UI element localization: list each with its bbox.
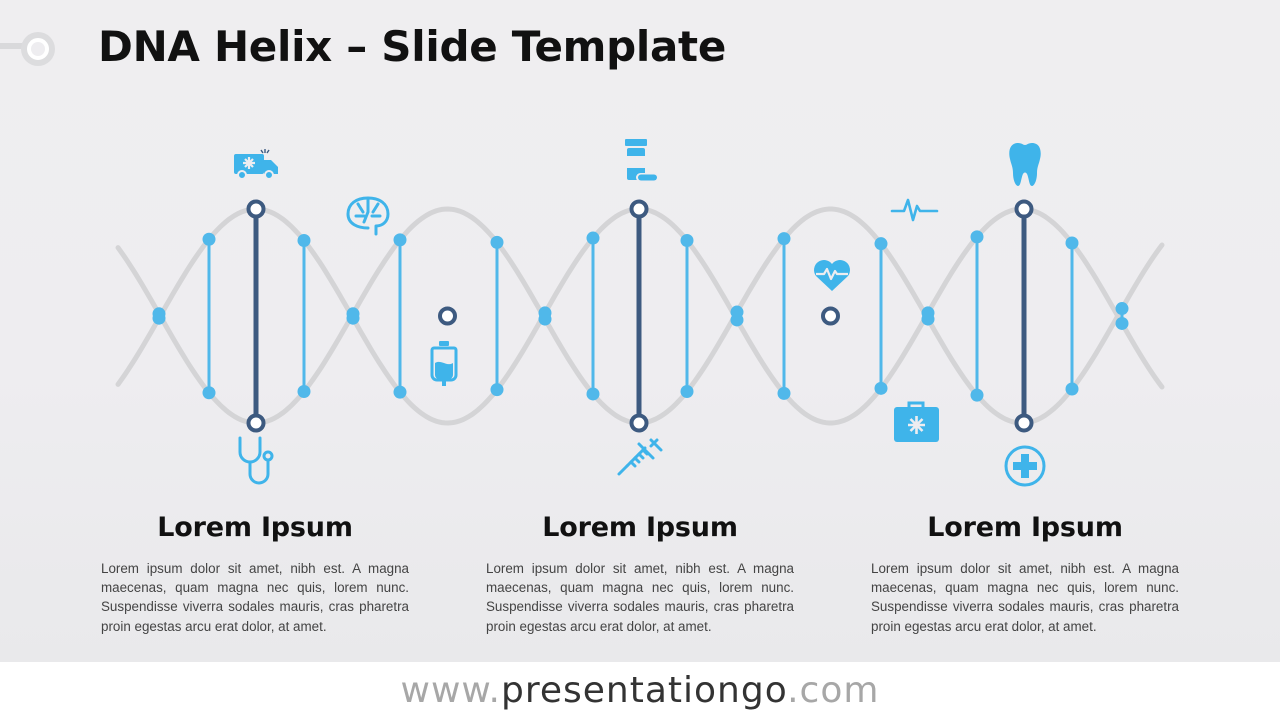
dna-helix-diagram	[115, 139, 1165, 487]
syringe-icon	[617, 438, 663, 476]
helix-node	[777, 386, 791, 400]
footer-url-prefix: www.	[400, 670, 501, 711]
iv-bag-icon	[430, 341, 458, 386]
medical-plus-icon	[1004, 445, 1046, 487]
helix-node	[297, 385, 311, 399]
helix-node	[490, 235, 504, 249]
helix-node	[874, 237, 888, 251]
helix-node	[297, 233, 311, 247]
helix-node	[586, 231, 600, 245]
helix-node	[538, 312, 552, 326]
helix-node	[680, 233, 694, 247]
helix-node	[874, 381, 888, 395]
section-heading: Lorem Ipsum	[157, 512, 353, 543]
slide: DNA Helix – Slide Template	[0, 0, 1280, 662]
stethoscope-icon	[238, 436, 274, 485]
helix-crossing-node	[438, 306, 457, 326]
brain-icon	[346, 196, 390, 236]
footer-url[interactable]: www.presentationgo.com	[401, 670, 880, 711]
helix-main-node	[629, 199, 649, 219]
helix-node	[346, 307, 360, 321]
helix-node	[730, 305, 744, 319]
section-heading: Lorem Ipsum	[927, 512, 1123, 543]
medical-icons	[234, 139, 1046, 487]
helix-node	[921, 312, 935, 326]
ambulance-icon	[234, 149, 278, 180]
helix-node	[1065, 236, 1079, 250]
helix-node	[393, 233, 407, 247]
helix-crossing-node	[821, 306, 840, 326]
helix-node	[970, 230, 984, 244]
helix-node	[970, 388, 984, 402]
section-text: Lorem ipsum dolor sit amet, nibh est. A …	[871, 561, 1179, 634]
footer-url-suffix: .com	[787, 670, 880, 711]
helix-node	[1115, 316, 1129, 330]
slide-title: DNA Helix – Slide Template	[98, 22, 727, 71]
helix-node	[490, 383, 504, 397]
footer-url-domain: presentationgo	[501, 670, 788, 711]
logo-icon	[0, 32, 55, 66]
heart-pulse-icon	[814, 260, 850, 291]
helix-main-node	[1014, 199, 1034, 219]
helix-node	[393, 385, 407, 399]
helix-node	[202, 386, 216, 400]
section-text: Lorem ipsum dolor sit amet, nibh est. A …	[486, 561, 794, 634]
section-heading: Lorem Ipsum	[542, 512, 738, 543]
footer: www.presentationgo.com	[0, 662, 1280, 720]
helix-main-node	[246, 199, 266, 219]
helix-main-node	[629, 413, 649, 433]
helix-node	[680, 385, 694, 399]
helix-rungs	[152, 199, 1129, 433]
helix-node	[1065, 382, 1079, 396]
helix-node	[1115, 302, 1129, 316]
helix-main-node	[1014, 413, 1034, 433]
first-aid-kit-icon	[894, 401, 939, 442]
section-text: Lorem ipsum dolor sit amet, nibh est. A …	[101, 561, 409, 634]
tooth-icon	[1009, 143, 1041, 186]
heartbeat-line-icon	[890, 198, 939, 222]
helix-node	[202, 232, 216, 246]
helix-main-node	[246, 413, 266, 433]
helix-node	[777, 232, 791, 246]
medicine-bottle-icon	[625, 139, 658, 182]
helix-node	[152, 307, 166, 321]
helix-node	[586, 387, 600, 401]
